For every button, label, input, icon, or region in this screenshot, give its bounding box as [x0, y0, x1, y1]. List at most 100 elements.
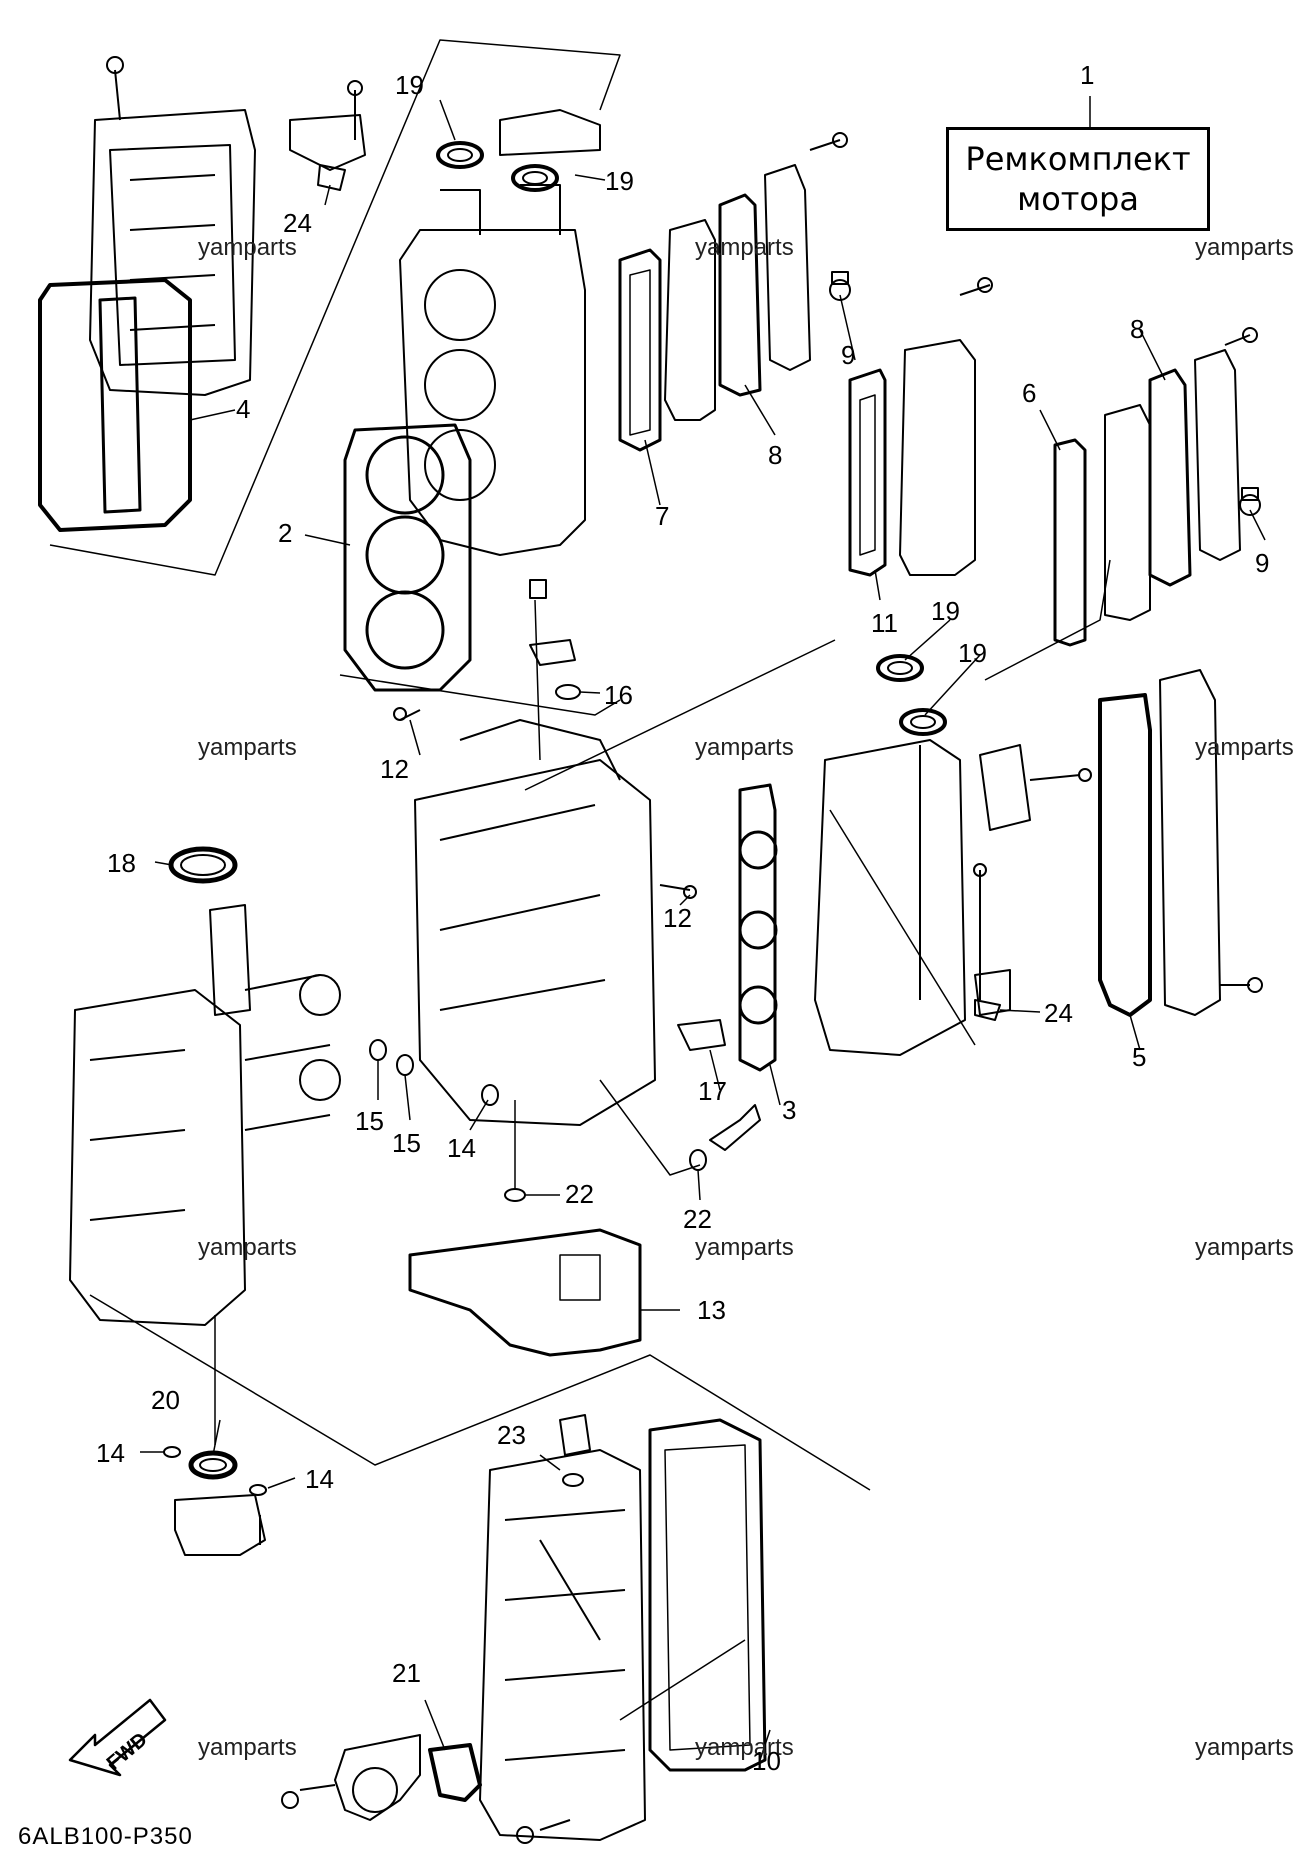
sensor-24-top	[289, 80, 366, 191]
callout-12a: 12	[380, 754, 409, 784]
callout-23: 23	[497, 1420, 526, 1450]
oil-seal-18	[168, 846, 238, 884]
callout-13: 13	[697, 1295, 726, 1325]
exhaust-cover-inner	[664, 219, 716, 421]
callout-8a: 8	[768, 440, 783, 470]
callout-17: 17	[698, 1076, 727, 1106]
bolt-12-b	[683, 885, 697, 899]
callout-19d: 19	[958, 638, 987, 668]
callout-18: 18	[107, 848, 136, 878]
stay-16	[529, 639, 576, 666]
callout-16: 16	[604, 680, 633, 710]
oring-15-a	[369, 1039, 387, 1061]
callout-3: 3	[782, 1095, 797, 1125]
seal-20	[188, 1450, 238, 1480]
watermark: yamparts	[198, 734, 297, 761]
oring-14-block	[481, 1084, 499, 1106]
oring-15-b	[396, 1054, 414, 1076]
oring-16	[555, 684, 581, 700]
seal-19-a	[436, 141, 484, 169]
watermark: yamparts	[198, 234, 297, 261]
gasket-4	[38, 278, 192, 532]
lower-crankcase	[479, 1414, 646, 1841]
callout-19b: 19	[605, 166, 634, 196]
callout-11: 11	[871, 608, 898, 638]
callout-19c: 19	[931, 596, 960, 626]
oring-22-a	[504, 1188, 526, 1202]
crankcase-crankshaft	[69, 904, 341, 1326]
watermark: yamparts	[1195, 1734, 1294, 1761]
callout-8b: 8	[1130, 314, 1145, 344]
oring-14-b	[249, 1484, 267, 1496]
callout-2: 2	[278, 518, 293, 548]
kit-label-line1: Ремкомплект	[965, 140, 1191, 178]
cylinder-block	[414, 579, 656, 1126]
callout-6: 6	[1022, 378, 1037, 408]
callout-19a: 19	[395, 70, 424, 100]
watermark: yamparts	[198, 1234, 297, 1261]
engine-kit-label-box: Ремкомплект мотора	[946, 127, 1210, 231]
callout-15b: 15	[392, 1128, 421, 1158]
fwd-arrow-icon	[68, 1698, 167, 1777]
watermark: yamparts	[1195, 1234, 1294, 1261]
callout-22b: 22	[683, 1204, 712, 1234]
oring-23	[562, 1473, 584, 1487]
cover-middle	[899, 277, 993, 576]
callout-21: 21	[392, 1658, 421, 1688]
leader-lines	[140, 96, 1266, 1761]
callout-7: 7	[655, 501, 670, 531]
oil-pump	[174, 1494, 266, 1556]
bolt-12-a	[393, 707, 407, 721]
callout-12b: 12	[663, 903, 692, 933]
cylinder-head-right	[814, 739, 1031, 1056]
exhaust-gasket-8	[718, 193, 762, 397]
head-cover-left	[89, 56, 256, 396]
callout-14c: 14	[447, 1133, 476, 1163]
callout-1: 1	[1080, 60, 1095, 90]
gasket-21	[428, 1743, 482, 1802]
cover-8-mid	[1194, 327, 1258, 561]
watermark: yamparts	[695, 1234, 794, 1261]
callout-9a: 9	[841, 340, 856, 370]
watermark: yamparts	[1195, 734, 1294, 761]
callout-10: 10	[752, 1746, 781, 1776]
callout-9b: 9	[1255, 548, 1270, 578]
seal-19-b	[511, 164, 559, 192]
watermark: yamparts	[198, 1734, 297, 1761]
thermostat-cover	[281, 1734, 571, 1844]
watermark: yamparts	[1195, 234, 1294, 261]
gasket-8-mid	[1148, 368, 1192, 587]
callout-24a: 24	[283, 208, 312, 238]
callout-14a: 14	[96, 1438, 125, 1468]
head-gasket-3	[738, 783, 778, 1072]
watermark: yamparts	[695, 1734, 794, 1761]
callout-5: 5	[1132, 1042, 1147, 1072]
callout-20: 20	[151, 1385, 180, 1415]
plug-9-mid	[1239, 487, 1261, 516]
callout-22a: 22	[565, 1179, 594, 1209]
cover-6-inner	[1104, 404, 1151, 621]
joint-22	[709, 1104, 761, 1151]
watermark: yamparts	[695, 234, 794, 261]
head-gasket-2	[343, 423, 472, 692]
oring-14-a	[163, 1446, 181, 1458]
callout-24b: 24	[1044, 998, 1073, 1028]
callout-15a: 15	[355, 1106, 384, 1136]
watermark: yamparts	[695, 734, 794, 761]
kit-label-line2: мотора	[1017, 180, 1139, 218]
seal-19-d	[899, 708, 947, 736]
gasket-11	[848, 368, 887, 577]
cylinder-head-top	[399, 109, 601, 556]
bracket-line-a	[49, 39, 621, 576]
callout-4: 4	[236, 394, 251, 424]
callout-14b: 14	[305, 1464, 334, 1494]
gasket-5	[1098, 693, 1152, 1017]
exhaust-cover-outer	[764, 132, 848, 371]
diagram-reference-code: 6ALB100-P350	[18, 1823, 193, 1850]
gasket-6	[1053, 438, 1087, 647]
sensor-24-right	[973, 863, 1011, 1021]
gasket-13	[408, 1228, 642, 1357]
plate-17	[677, 1019, 726, 1051]
